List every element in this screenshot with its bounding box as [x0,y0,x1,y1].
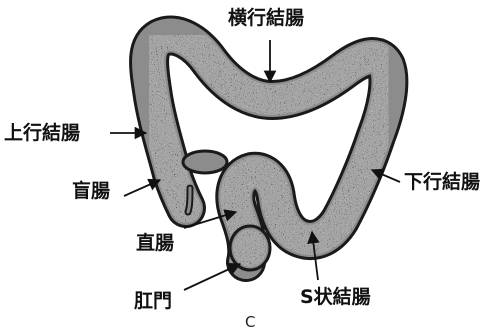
rectum-shape [230,226,270,270]
arrow-cecum [124,180,160,196]
arrow-anus [184,264,240,290]
label-transverse-colon: 横行結腸 [228,9,304,28]
label-rectum: 直腸 [136,234,174,253]
figure-caption: C [245,315,255,330]
label-descending-colon: 下行結腸 [404,173,480,192]
label-anus: 肛門 [134,292,172,311]
label-sigmoid-colon: S状結腸 [300,288,371,307]
label-cecum: 盲腸 [72,182,110,201]
label-ascending-colon: 上行結腸 [4,124,80,143]
